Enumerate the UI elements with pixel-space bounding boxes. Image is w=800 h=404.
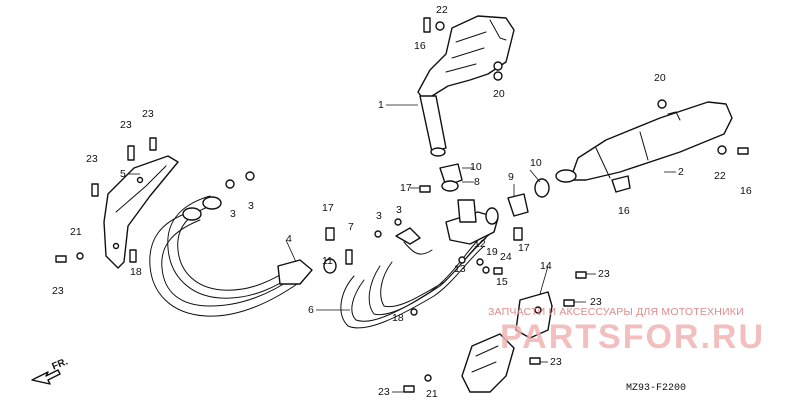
diagram-code: MZ93-F2200 — [626, 383, 687, 394]
callout-23: 23 — [52, 285, 64, 297]
rear-exhaust-pipes — [340, 199, 499, 329]
watermark-caption: ЗАПЧАСТИ И АКСЕССУАРЫ ДЛЯ МОТОТЕХНИКИ — [488, 306, 744, 318]
callout-5: 5 — [120, 168, 126, 180]
muffler-bracket — [461, 175, 631, 393]
callout-20: 20 — [654, 72, 666, 84]
callout-4: 4 — [286, 233, 292, 245]
callout-23: 23 — [378, 386, 390, 398]
callout-10: 10 — [470, 161, 482, 173]
callout-11: 11 — [322, 255, 333, 267]
callout-3: 3 — [248, 200, 254, 212]
callout-23: 23 — [142, 108, 154, 120]
callout-12: 12 — [474, 238, 486, 250]
callout-18: 18 — [392, 312, 404, 324]
callout-16: 16 — [414, 40, 426, 52]
callout-17: 17 — [322, 202, 334, 214]
callout-1: 1 — [378, 99, 384, 111]
right-muffler — [417, 15, 515, 157]
callout-21: 21 — [70, 226, 82, 238]
callout-2: 2 — [678, 166, 684, 178]
front-direction-arrow-icon — [31, 369, 61, 385]
callout-3: 3 — [396, 204, 402, 216]
callout-19: 19 — [486, 246, 498, 258]
callout-14: 14 — [540, 260, 552, 272]
callout-9: 9 — [508, 171, 514, 183]
callout-22: 22 — [436, 4, 448, 16]
callout-16: 16 — [618, 205, 630, 217]
watermark-logo: PARTSFOR.RU — [500, 318, 766, 356]
callout-16: 16 — [740, 185, 752, 197]
leader-lines — [128, 104, 676, 393]
callout-8: 8 — [474, 176, 480, 188]
heat-shield-bracket — [103, 155, 179, 269]
callout-13: 13 — [454, 263, 466, 275]
callout-17: 17 — [518, 242, 530, 254]
callout-23: 23 — [550, 356, 562, 368]
callout-17: 17 — [400, 182, 412, 194]
joint-gaskets — [439, 163, 550, 225]
callout-3: 3 — [376, 210, 382, 222]
callout-23: 23 — [120, 119, 132, 131]
callout-22: 22 — [714, 170, 726, 182]
callout-7: 7 — [348, 221, 354, 233]
callout-23: 23 — [598, 268, 610, 280]
callout-24: 24 — [500, 251, 512, 263]
callout-21: 21 — [426, 388, 438, 400]
callout-18: 18 — [130, 266, 142, 278]
hardware-items — [55, 17, 749, 393]
callout-10: 10 — [530, 157, 542, 169]
front-exhaust-pipes — [149, 195, 337, 317]
callout-20: 20 — [493, 88, 505, 100]
callout-3: 3 — [230, 208, 236, 220]
callout-23: 23 — [590, 296, 602, 308]
callout-15: 15 — [496, 276, 508, 288]
callout-23: 23 — [86, 153, 98, 165]
callout-6: 6 — [308, 304, 314, 316]
left-muffler — [555, 101, 733, 183]
